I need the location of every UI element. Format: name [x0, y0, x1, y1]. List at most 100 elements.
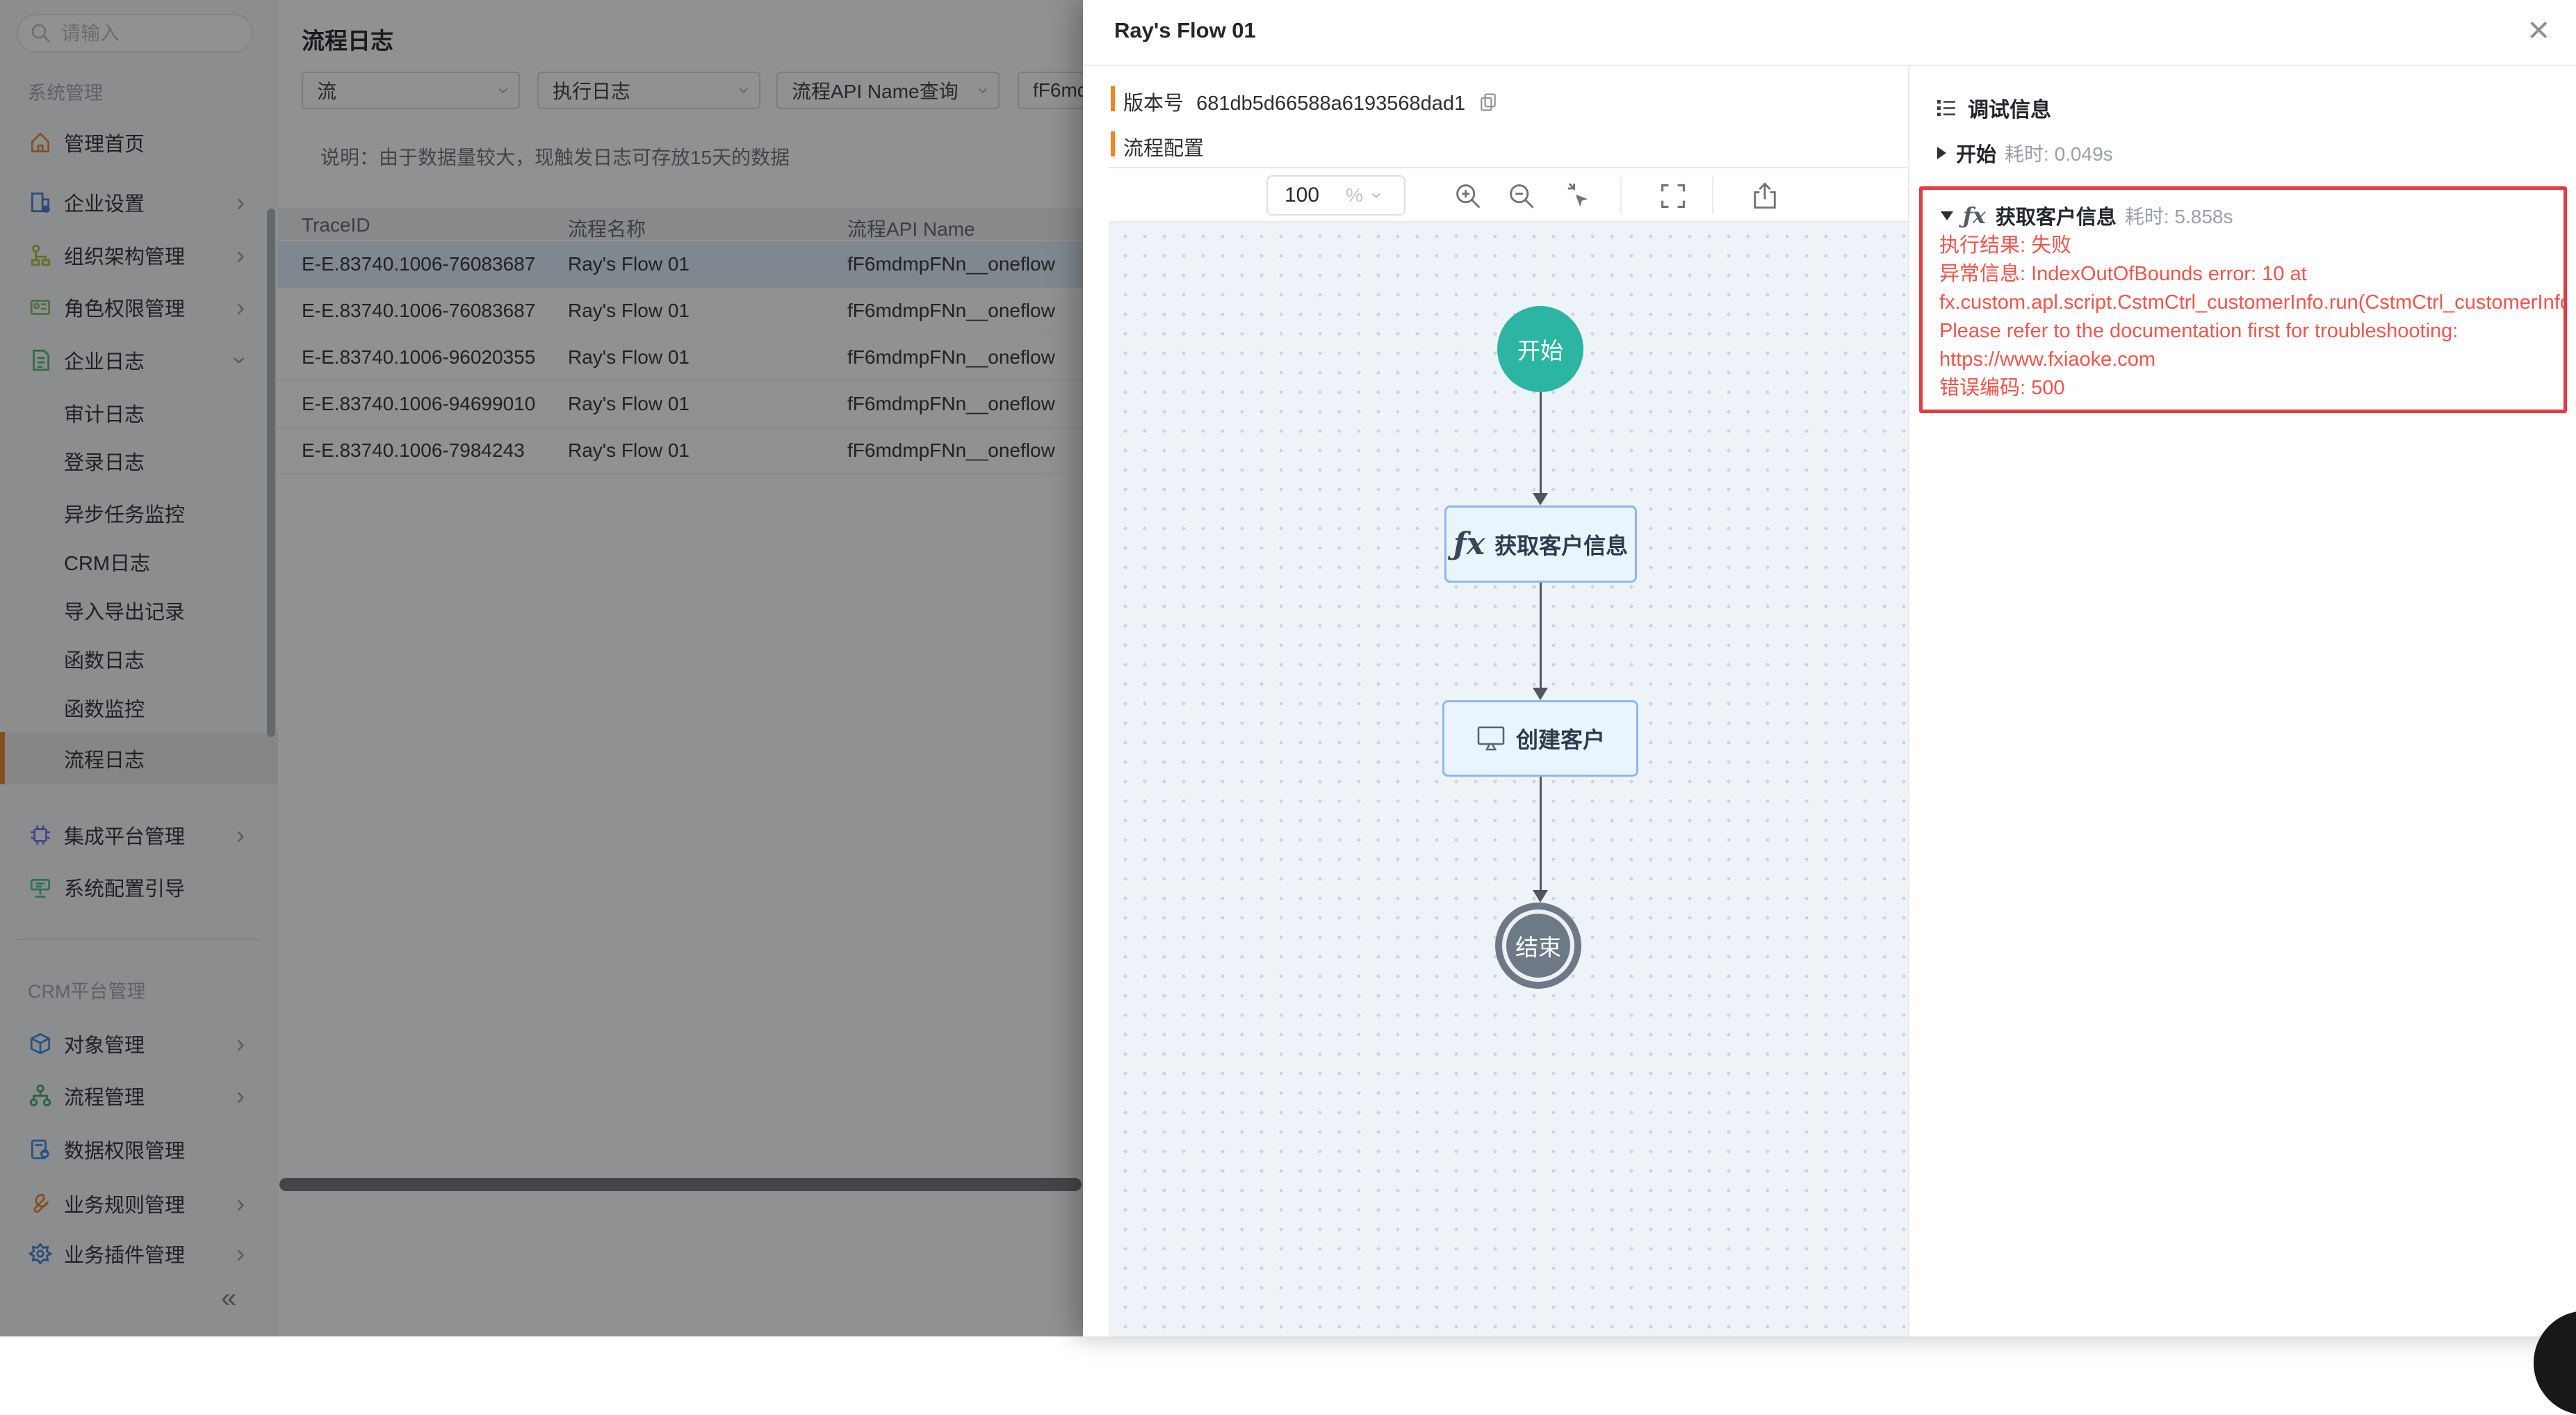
sidebar-item-label: 系统配置引导 — [64, 878, 186, 900]
filter-value: fF6md — [1033, 79, 1083, 101]
sidebar-item-function-monitor[interactable]: 函数监控 — [0, 681, 278, 734]
close-icon[interactable]: × — [2527, 9, 2550, 51]
zoom-out-icon[interactable] — [1506, 181, 1537, 211]
sidebar-item-admin-home[interactable]: 管理首页 — [0, 116, 278, 168]
debug-panel: 调试信息 开始 耗时: 0.049s ƒx 获取客户信息 耗时: 5.858s … — [1908, 66, 2576, 1336]
table-row[interactable]: E-E.83740.1006-7984243 Ray's Flow 01 fF6… — [278, 428, 1083, 474]
sidebar-item-label: 函数日志 — [64, 649, 145, 672]
debug-title-row: 调试信息 — [1934, 92, 2051, 123]
sidebar-item-business-rules[interactable]: 业务规则管理 › — [0, 1177, 278, 1229]
zoom-in-icon[interactable] — [1453, 181, 1483, 211]
debug-node-time: 耗时: 0.049s — [2005, 143, 2113, 165]
error-link: https://www.fxiaoke.com — [1939, 348, 2156, 371]
log-document-icon — [33, 349, 50, 371]
zoom-level-control[interactable]: % › — [1266, 175, 1405, 216]
flow-node-end[interactable]: 结束 — [1495, 903, 1581, 989]
fit-view-icon[interactable] — [1562, 181, 1592, 211]
caret-down-icon — [1941, 211, 1953, 220]
sidebar-item-label: 流程日志 — [64, 749, 145, 772]
notice-text: 说明：由于数据量较大，现触发日志可存放15天的数据 — [320, 147, 790, 168]
error-line: 错误编码: 500 — [1939, 377, 2065, 399]
flow-canvas[interactable]: 开始 ƒx 获取客户信息 创建客户 结束 — [1109, 223, 1908, 1336]
building-icon — [31, 192, 50, 213]
sidebar-item-org-structure[interactable]: 组织架构管理 › — [0, 229, 278, 281]
cell-flow-name: Ray's Flow 01 — [568, 439, 690, 461]
sidebar-divider — [17, 939, 261, 940]
error-line: Please refer to the documentation first … — [1939, 320, 2459, 342]
flow-connector — [1540, 777, 1542, 890]
column-header-api-name: 流程API Name — [847, 218, 975, 240]
table-row[interactable]: E-E.83740.1006-76083687 Ray's Flow 01 fF… — [278, 241, 1083, 288]
filter-flow-type-select[interactable]: 流 › — [302, 72, 520, 109]
sidebar-item-label: 导入导出记录 — [64, 601, 186, 624]
sidebar-collapse-button[interactable]: « — [221, 1283, 237, 1313]
debug-list-icon — [1937, 100, 1955, 116]
chevron-right-icon: › — [236, 240, 245, 269]
sidebar-item-label: 角色权限管理 — [64, 298, 186, 321]
content-area: 流程日志 流 › 执行日志 › 流程API Name查询 › fF6md 说明：… — [278, 0, 1083, 1336]
flow-node-get-customer-info[interactable]: ƒx 获取客户信息 — [1444, 506, 1637, 583]
flow-node-create-customer[interactable]: 创建客户 — [1442, 700, 1638, 777]
sidebar-item-label: 登录日志 — [64, 451, 145, 474]
sidebar-item-audit-log[interactable]: 审计日志 — [0, 387, 278, 439]
sidebar-item-flow-management[interactable]: 流程管理 › — [0, 1069, 278, 1122]
filter-api-name-select[interactable]: 流程API Name查询 › — [776, 72, 1000, 109]
sidebar-item-login-log[interactable]: 登录日志 — [0, 435, 278, 487]
filter-api-name-input[interactable]: fF6md — [1018, 72, 1083, 109]
debug-node-time: 耗时: 5.858s — [2124, 206, 2233, 227]
monitor-icon — [1477, 726, 1505, 751]
sidebar-item-enterprise-log[interactable]: 企业日志 › — [0, 334, 278, 386]
flow-detail-drawer: Ray's Flow 01 × 版本号 681db5d66588a6193568… — [1083, 0, 2576, 1336]
fullscreen-icon[interactable] — [1658, 181, 1688, 211]
sidebar-search[interactable] — [17, 14, 253, 53]
sidebar-scrollbar[interactable] — [267, 209, 275, 737]
sidebar-item-label: 业务插件管理 — [64, 1244, 186, 1267]
sidebar-item-system-config-guide[interactable]: 系统配置引导 — [0, 861, 278, 913]
filter-value: 流程API Name查询 — [792, 81, 959, 102]
table-row[interactable]: E-E.83740.1006-96020355 Ray's Flow 01 fF… — [278, 334, 1083, 381]
cell-api-name: fF6mdmpFNn__oneflow — [847, 439, 1055, 461]
sidebar-item-function-log[interactable]: 函数日志 — [0, 633, 278, 685]
version-row: 版本号 681db5d66588a6193568dad1 — [1123, 87, 1499, 116]
chip-icon — [31, 825, 50, 845]
plugin-gear-icon — [28, 1242, 53, 1265]
config-label: 流程配置 — [1123, 138, 1205, 160]
sidebar-item-flow-log[interactable]: 流程日志 — [0, 732, 283, 784]
cell-api-name: fF6mdmpFNn__oneflow — [847, 300, 1055, 321]
sidebar-item-import-export-record[interactable]: 导入导出记录 — [0, 584, 278, 636]
version-label: 版本号 — [1123, 92, 1184, 115]
debug-start-node-row[interactable]: 开始 耗时: 0.049s — [1937, 138, 2113, 168]
cell-flow-name: Ray's Flow 01 — [568, 253, 690, 275]
sidebar-item-data-permission[interactable]: 数据权限管理 — [0, 1123, 278, 1175]
sidebar-item-crm-log[interactable]: CRM日志 — [0, 535, 278, 588]
copy-icon[interactable] — [1478, 92, 1499, 113]
caret-right-icon — [1937, 147, 1946, 159]
sidebar-item-label: 审计日志 — [64, 403, 145, 426]
function-icon: ƒx — [1453, 526, 1485, 562]
export-icon[interactable] — [1750, 181, 1780, 211]
cell-trace-id: E-E.83740.1006-94699010 — [302, 393, 536, 414]
zoom-input[interactable] — [1283, 183, 1342, 208]
sidebar-item-business-plugins[interactable]: 业务插件管理 › — [0, 1227, 278, 1279]
role-card-icon — [30, 299, 51, 315]
table-row[interactable]: E-E.83740.1006-76083687 Ray's Flow 01 fF… — [278, 288, 1083, 334]
debug-error-node-row[interactable]: ƒx 获取客户信息 耗时: 5.858s — [1941, 201, 2233, 230]
arrowhead-icon — [1533, 688, 1548, 700]
sidebar-item-enterprise-settings[interactable]: 企业设置 › — [0, 176, 278, 228]
table-header: TraceID 流程名称 流程API Name — [278, 208, 1083, 240]
sidebar-item-integration-platform[interactable]: 集成平台管理 › — [0, 809, 278, 861]
home-icon — [31, 131, 50, 152]
search-input[interactable] — [60, 22, 215, 45]
canvas-toolbar: % › — [1109, 167, 1908, 223]
sidebar-item-label: 企业日志 — [64, 350, 145, 373]
sidebar-item-async-task-monitor[interactable]: 异步任务监控 — [0, 487, 278, 539]
modal-mask[interactable] — [0, 0, 1083, 1336]
flow-node-start[interactable]: 开始 — [1497, 306, 1583, 392]
table-row[interactable]: E-E.83740.1006-94699010 Ray's Flow 01 fF… — [278, 381, 1083, 428]
arrowhead-icon — [1533, 890, 1548, 903]
sidebar-item-object-management[interactable]: 对象管理 › — [0, 1017, 278, 1069]
chevron-right-icon: › — [236, 1238, 245, 1268]
sidebar-item-role-permission[interactable]: 角色权限管理 › — [0, 281, 278, 333]
horizontal-scrollbar[interactable] — [279, 1178, 1082, 1191]
filter-log-type-select[interactable]: 执行日志 › — [537, 72, 760, 109]
